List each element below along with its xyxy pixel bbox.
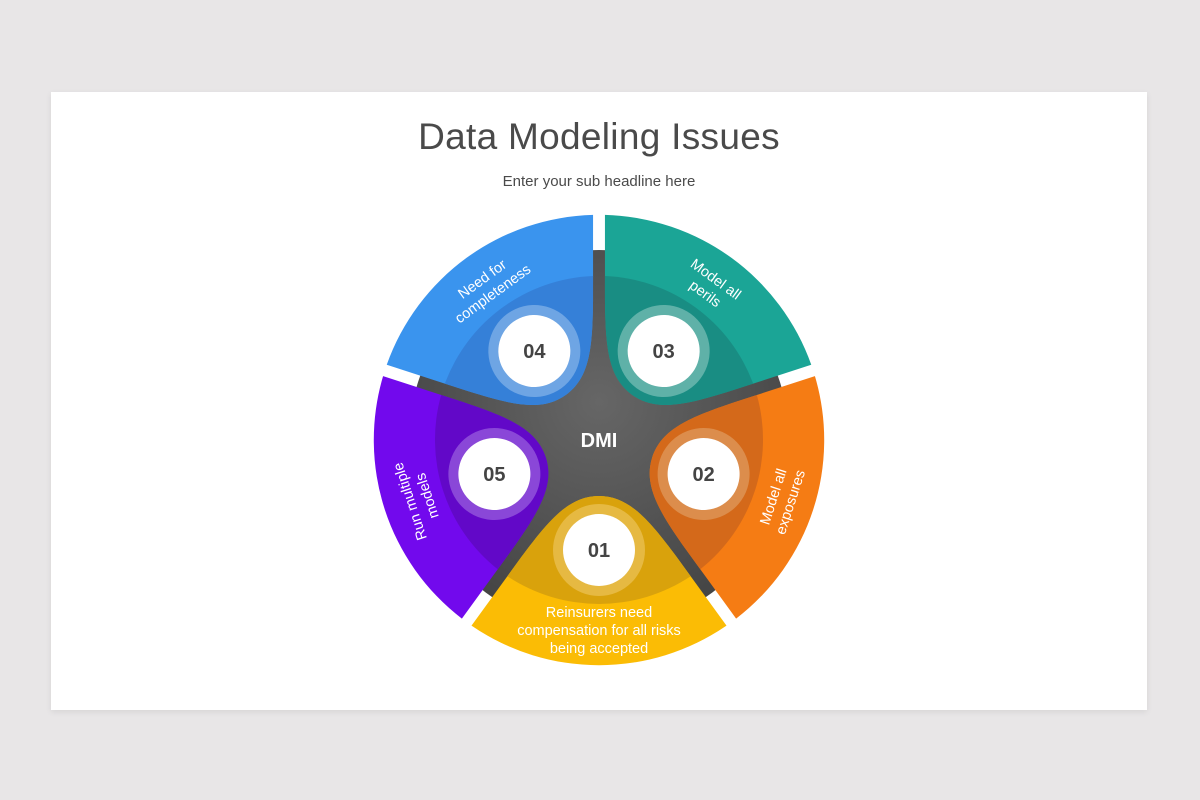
segment-03[interactable]: 03 Model all perils (529, 183, 835, 470)
segment-number: 04 (523, 341, 546, 363)
number-circle (563, 514, 635, 586)
segment-02[interactable]: 02 Model all exposures (613, 336, 853, 631)
segment-05[interactable]: 05 Run multiple models (345, 336, 585, 631)
segment-01[interactable]: 01 Reinsurers need compensation for all … (471, 496, 727, 666)
segment-number: 03 (653, 341, 675, 363)
svg-text:being accepted: being accepted (550, 641, 648, 657)
number-circle (627, 315, 700, 388)
slide-title: Data Modeling Issues (418, 116, 780, 157)
center-label: DMI (581, 430, 618, 452)
number-circle (498, 315, 571, 388)
svg-text:compensation for all risks: compensation for all risks (517, 623, 681, 639)
segment-label: Reinsurers need compensation for all ris… (517, 605, 681, 657)
segment-04[interactable]: 04 Need for completeness (363, 183, 669, 470)
svg-text:Reinsurers need: Reinsurers need (546, 605, 652, 621)
segment-number: 01 (588, 540, 610, 562)
segment-number: 05 (483, 464, 505, 486)
number-circle (458, 437, 531, 510)
segment-number: 02 (692, 464, 714, 486)
number-circle (667, 437, 740, 510)
slide-subtitle: Enter your sub headline here (502, 173, 696, 190)
